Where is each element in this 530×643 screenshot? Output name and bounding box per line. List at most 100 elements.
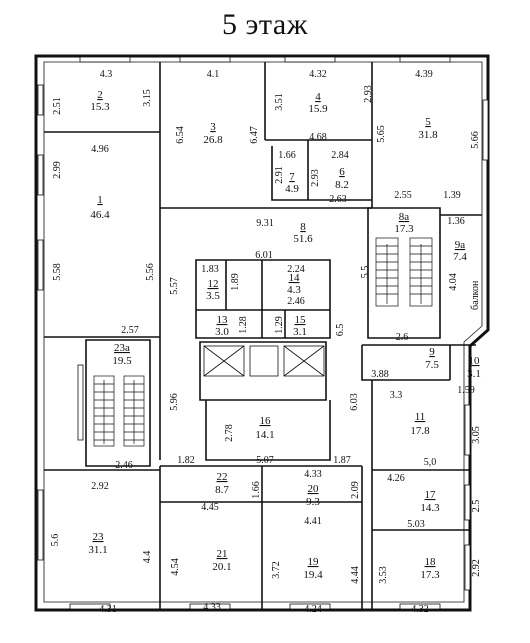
room-area: 20.1 <box>212 561 231 573</box>
dim: 5.6 <box>50 534 61 547</box>
room-area: 3.0 <box>215 326 229 338</box>
windows <box>37 56 489 610</box>
room-area: 15.9 <box>308 103 328 115</box>
room-number: 20 <box>308 483 320 495</box>
dim: 4.33 <box>304 469 322 480</box>
room-number: 21 <box>217 548 228 560</box>
room-number: 4 <box>315 91 321 103</box>
dim: 6.54 <box>175 126 186 144</box>
dim: 3.15 <box>142 89 153 107</box>
dim: 4.24 <box>304 604 322 615</box>
room-area: 14.1 <box>255 429 274 441</box>
dim: 1.59 <box>457 385 475 396</box>
dim: 6.03 <box>349 393 360 411</box>
dim: 1.89 <box>230 273 241 291</box>
dim: 2.5 <box>471 500 482 513</box>
dim: 4.32 <box>411 604 429 615</box>
dim: 2.78 <box>224 424 235 442</box>
dim: 1.28 <box>238 316 249 334</box>
room-area: 4.3 <box>287 284 301 296</box>
dim: 1.29 <box>274 316 285 334</box>
room-area: 9.3 <box>306 496 320 508</box>
dim: 9.31 <box>256 218 274 229</box>
room-area: 15.3 <box>90 101 110 113</box>
dim: 2.99 <box>52 161 63 179</box>
dim: 2.93 <box>310 169 321 187</box>
dim: 2.46 <box>287 296 305 307</box>
dim: 1.83 <box>201 264 219 275</box>
room-number: 23a <box>114 342 130 354</box>
dim: 5.58 <box>52 263 63 281</box>
dim: 4.3 <box>100 69 113 80</box>
dim: 2.84 <box>331 150 349 161</box>
room-area: 17.8 <box>410 425 430 437</box>
dim: 1.82 <box>177 455 195 466</box>
room-area: 19.4 <box>303 569 323 581</box>
room-area: 4.9 <box>285 183 299 195</box>
dim: 2.55 <box>394 190 412 201</box>
dim: 3.53 <box>378 566 389 584</box>
dim: 4.44 <box>350 566 361 584</box>
room-area: 17.3 <box>420 569 440 581</box>
room-number: 8a <box>399 211 410 223</box>
balcony-label: балкон <box>470 280 481 310</box>
dim: 4.26 <box>387 473 405 484</box>
dim: 4.96 <box>91 144 109 155</box>
dim: 3.05 <box>471 426 482 444</box>
dim: 2.92 <box>91 481 109 492</box>
room-area: 51.6 <box>293 233 313 245</box>
room-labels: 1 46.4 2 15.3 3 26.8 4 15.9 5 31.8 6 8.2… <box>88 89 481 581</box>
room-area: 14.3 <box>420 502 440 514</box>
dim: 2.51 <box>52 97 63 115</box>
dim: 2.6 <box>396 332 409 343</box>
room-number: 14 <box>289 272 301 284</box>
dim: 1.87 <box>333 455 351 466</box>
dim: 1.66 <box>251 481 262 499</box>
room-area: 31.8 <box>418 129 438 141</box>
room-number: 10 <box>469 355 481 367</box>
room-number: 9 <box>429 346 435 358</box>
room-number: 15 <box>295 314 307 326</box>
dim: 6.47 <box>249 126 260 144</box>
interior-walls <box>44 62 482 610</box>
room-area: 3.1 <box>467 368 481 380</box>
stair-8a <box>375 237 433 307</box>
dim: 4.31 <box>99 604 117 615</box>
dim: 4.54 <box>170 558 181 576</box>
room-number: 6 <box>339 166 345 178</box>
dim: 3.72 <box>271 561 282 579</box>
room-number: 23 <box>93 531 105 543</box>
room-area: 46.4 <box>90 209 110 221</box>
dim: 5.56 <box>145 263 156 281</box>
room-area: 3.5 <box>206 290 220 302</box>
dim: 5.65 <box>376 125 387 143</box>
room-number: 17 <box>425 489 437 501</box>
room-number: 11 <box>415 411 426 423</box>
dim: 5,0 <box>424 457 437 468</box>
dim: 5.57 <box>169 277 180 295</box>
room-number: 7 <box>289 171 295 183</box>
dim: 1.66 <box>278 150 296 161</box>
room-area: 8.2 <box>335 179 349 191</box>
dim: 2.46 <box>115 460 133 471</box>
room-area: 7.4 <box>453 251 467 263</box>
elevators <box>203 345 325 377</box>
dim: 3.88 <box>371 369 389 380</box>
room-area: 7.5 <box>425 359 439 371</box>
room-area: 8.7 <box>215 484 229 496</box>
dim: 6.5 <box>335 324 346 337</box>
room-number: 5 <box>425 116 431 128</box>
room-number: 16 <box>260 415 272 427</box>
room-number: 19 <box>308 556 320 568</box>
dim: 4.32 <box>309 69 327 80</box>
room-area: 19.5 <box>112 355 132 367</box>
dim: 2.92 <box>471 559 482 577</box>
dim: 2.63 <box>329 194 347 205</box>
room-number: 2 <box>97 89 103 101</box>
stair-23a <box>93 375 145 447</box>
dim: 4.1 <box>207 69 220 80</box>
dim: 4.39 <box>415 69 433 80</box>
dim: 5.07 <box>256 455 274 466</box>
dim: 5.03 <box>407 519 425 530</box>
dim: 4.45 <box>201 502 219 513</box>
